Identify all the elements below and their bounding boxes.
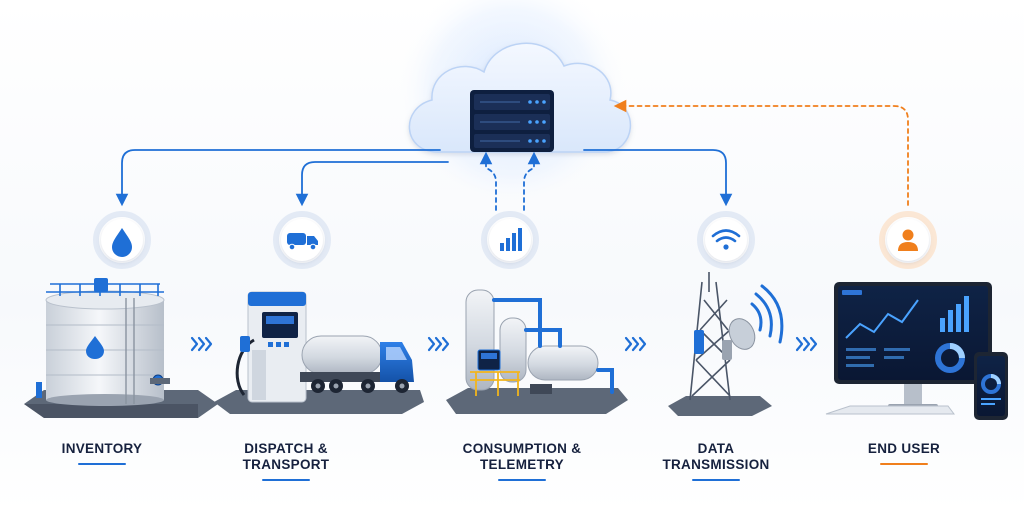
underline-inventory bbox=[78, 463, 126, 465]
dashboard-monitor-illustration bbox=[826, 282, 1008, 420]
telecom-tower-illustration bbox=[668, 272, 782, 416]
user-icon bbox=[882, 214, 934, 266]
chevron-right-icon bbox=[192, 338, 211, 350]
truck-icon bbox=[276, 214, 328, 266]
chevron-right-icon bbox=[626, 338, 645, 350]
label-consumption-telemetry: CONSUMPTION & TELEMETRY bbox=[432, 441, 612, 473]
label-end-user: END USER bbox=[814, 441, 994, 457]
connector-cloud-inventory bbox=[122, 150, 440, 200]
fuel-dispenser-truck-illustration bbox=[214, 292, 424, 414]
wifi-icon bbox=[700, 214, 752, 266]
underline-transmission bbox=[692, 479, 740, 481]
chevron-right-icon bbox=[797, 338, 816, 350]
stage-icons bbox=[96, 214, 934, 266]
underline-consumption bbox=[498, 479, 546, 481]
cloud-server-icon bbox=[394, 0, 630, 210]
label-data-transmission: DATA TRANSMISSION bbox=[626, 441, 806, 473]
processing-plant-illustration bbox=[446, 290, 628, 414]
connector-enduser-cloud bbox=[620, 106, 908, 205]
label-inventory: INVENTORY bbox=[12, 441, 192, 457]
underline-end-user bbox=[880, 463, 928, 465]
underline-dispatch bbox=[262, 479, 310, 481]
water-drop-icon bbox=[96, 214, 148, 266]
bar-chart-icon bbox=[484, 214, 536, 266]
server-rack-icon bbox=[470, 90, 554, 152]
label-dispatch-transport: DISPATCH & TRANSPORT bbox=[196, 441, 376, 473]
storage-tank-illustration bbox=[24, 278, 218, 418]
chevron-right-icon bbox=[429, 338, 448, 350]
